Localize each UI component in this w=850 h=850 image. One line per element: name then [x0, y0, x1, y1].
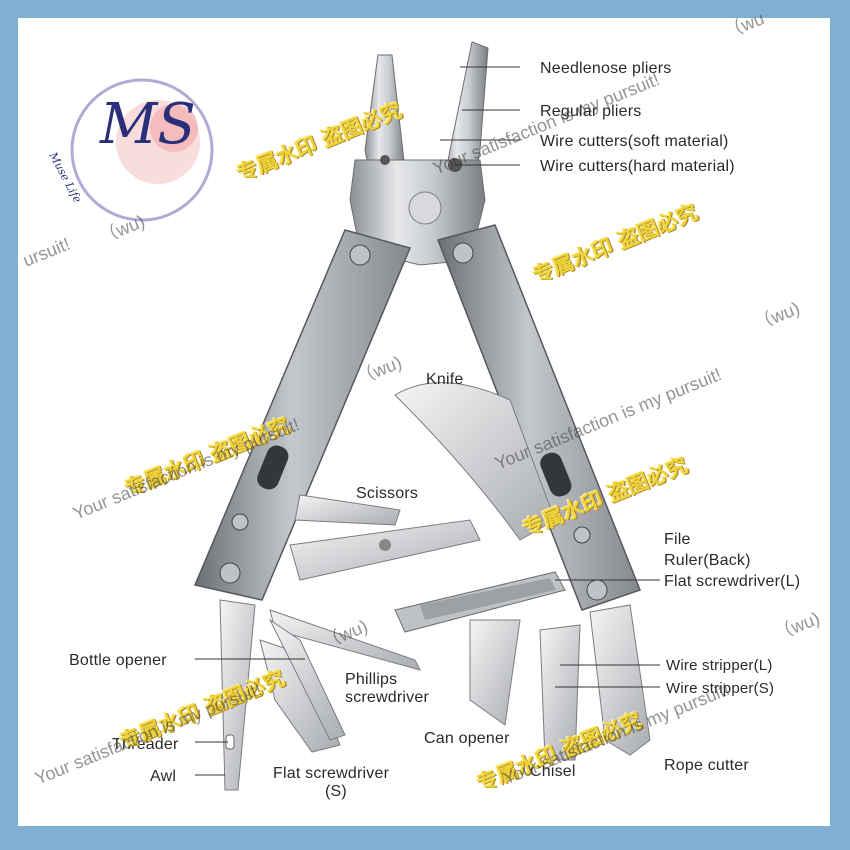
label-threader: Threader: [112, 736, 179, 753]
label-regular-pliers: Regular pliers: [540, 103, 642, 120]
label-can-opener: Can opener: [424, 730, 510, 747]
callout-lines: [195, 66, 660, 776]
tools: [219, 382, 651, 791]
logo-letters: MS: [100, 92, 196, 157]
left-handle: [193, 229, 412, 601]
label-rope-cutter: Rope cutter: [664, 757, 749, 774]
label-flat-screwdriver-s-suffix: (S): [325, 783, 347, 800]
label-knife: Knife: [426, 371, 464, 388]
label-ruler: Ruler(Back): [664, 552, 751, 569]
label-wire-stripper-s: Wire stripper(S): [666, 680, 775, 697]
label-bottle-opener: Bottle opener: [69, 652, 167, 669]
right-handle: [436, 224, 641, 611]
label-file: File: [664, 531, 691, 548]
label-phillips: Phillips: [345, 671, 398, 688]
label-flat-screwdriver-s: Flat screwdriver: [273, 765, 390, 782]
label-awl: Awl: [150, 768, 177, 785]
label-scissors: Scissors: [356, 485, 419, 502]
label-flat-screwdriver-l: Flat screwdriver(L): [664, 573, 801, 590]
label-phillips-screwdriver: screwdriver: [345, 689, 429, 706]
label-chisel: Chisel: [530, 763, 576, 780]
brand-logo: [70, 78, 214, 222]
label-needlenose-pliers: Needlenose pliers: [540, 60, 672, 77]
label-wire-cutters-hard: Wire cutters(hard material): [540, 158, 735, 175]
label-wire-stripper-l: Wire stripper(L): [666, 657, 773, 674]
label-wire-cutters-soft: Wire cutters(soft material): [540, 133, 729, 150]
